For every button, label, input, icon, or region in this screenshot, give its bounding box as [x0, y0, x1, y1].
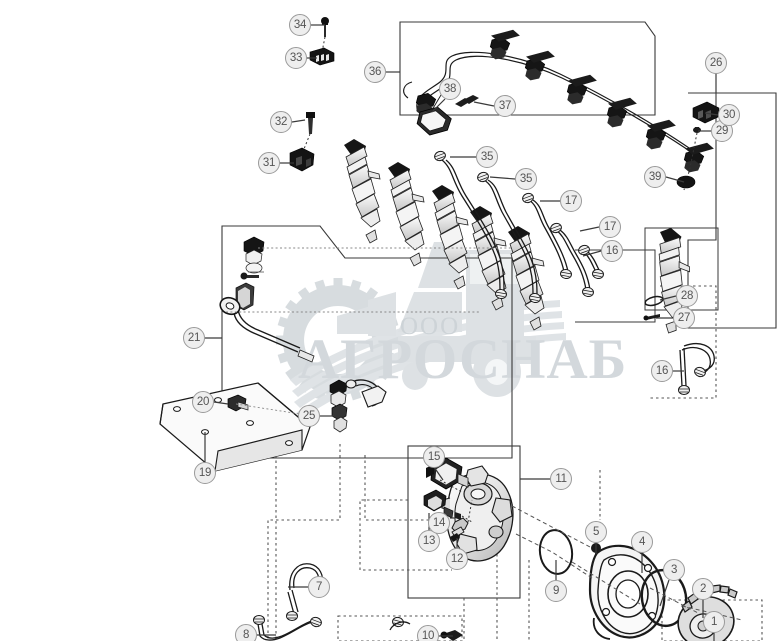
callout-2[interactable]: 2 [692, 578, 714, 600]
part-20-fitting [227, 394, 249, 412]
callout-5[interactable]: 5 [585, 521, 607, 543]
callout-4[interactable]: 4 [631, 531, 653, 553]
callout-35a[interactable]: 35 [476, 146, 498, 168]
lower-fittings-extra [389, 615, 411, 631]
callout-30[interactable]: 30 [718, 104, 740, 126]
callout-37[interactable]: 37 [494, 95, 516, 117]
callout-12[interactable]: 12 [446, 548, 468, 570]
callout-35b[interactable]: 35 [515, 168, 537, 190]
callout-21[interactable]: 21 [183, 327, 205, 349]
part-31-clamp [289, 147, 315, 172]
part-16-line [679, 342, 715, 387]
callout-3[interactable]: 3 [663, 559, 685, 581]
part-10-fitting [440, 630, 463, 641]
elbow-fitting-group [345, 379, 387, 408]
dashed-29-39 [683, 132, 698, 191]
part-39-seal [676, 175, 696, 189]
callout-19[interactable]: 19 [194, 462, 216, 484]
part-30-connector [692, 101, 720, 124]
callout-1[interactable]: 1 [703, 611, 725, 633]
part-32-bolt [306, 112, 315, 134]
rail-dash-guides [226, 247, 512, 313]
callout-25[interactable]: 25 [298, 405, 320, 427]
callout-17a[interactable]: 17 [560, 190, 582, 212]
callout-13[interactable]: 13 [418, 530, 440, 552]
callout-31[interactable]: 31 [258, 152, 280, 174]
callout-14[interactable]: 14 [428, 512, 450, 534]
callout-27[interactable]: 27 [673, 307, 695, 329]
part-9-oring [538, 529, 574, 575]
dashed-association-paths [267, 285, 763, 641]
group-box-36 [399, 21, 656, 116]
callout-33[interactable]: 33 [285, 47, 307, 69]
part-12-bolt [450, 517, 469, 542]
callout-36[interactable]: 36 [364, 61, 386, 83]
callout-32[interactable]: 32 [270, 111, 292, 133]
callout-26[interactable]: 26 [705, 52, 727, 74]
watermark-agrosnab: ООО АГРОСНАБ [276, 242, 626, 419]
part-8-line [257, 619, 315, 641]
part-21-assembly [219, 236, 315, 363]
part-28-oring [644, 295, 664, 307]
callout-15[interactable]: 15 [423, 446, 445, 468]
callout-20[interactable]: 20 [192, 391, 214, 413]
part-33-bracket [309, 47, 335, 66]
callout-28[interactable]: 28 [676, 285, 698, 307]
part-27-pin [643, 314, 660, 321]
part-34-bolt [321, 17, 329, 37]
callout-7[interactable]: 7 [308, 576, 330, 598]
callout-10[interactable]: 10 [417, 625, 439, 641]
callout-16a[interactable]: 16 [601, 240, 623, 262]
part-4-housing [588, 544, 666, 640]
part-11-pump [441, 465, 514, 562]
callout-11[interactable]: 11 [550, 468, 572, 490]
callout-9[interactable]: 9 [545, 580, 567, 602]
callout-16b[interactable]: 16 [651, 360, 673, 382]
callout-8[interactable]: 8 [235, 624, 257, 641]
part-37-clip [455, 95, 479, 107]
part-25-valve [329, 379, 348, 433]
watermark-ooo: ООО [400, 313, 460, 340]
harness-connectors [413, 29, 714, 176]
callout-34[interactable]: 34 [289, 14, 311, 36]
part-13-14-sensor [423, 489, 461, 520]
callout-17b[interactable]: 17 [599, 216, 621, 238]
part-3-oring [640, 568, 688, 628]
part-29-seal [693, 127, 701, 133]
callout-39[interactable]: 39 [644, 166, 666, 188]
callout-38[interactable]: 38 [439, 78, 461, 100]
